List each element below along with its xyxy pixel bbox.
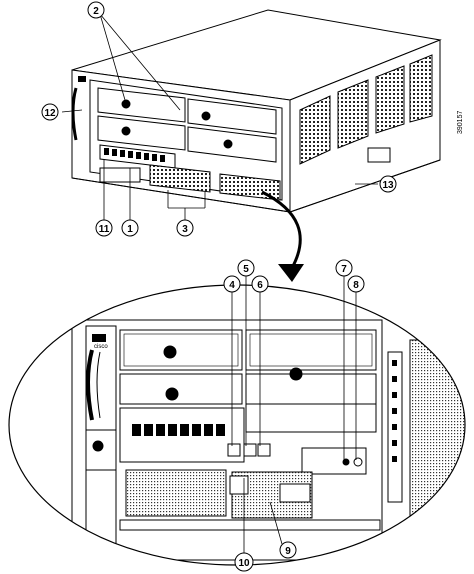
top-leader-lines [61, 13, 378, 222]
chassis-overview [71, 9, 442, 213]
callout-11: 11 [95, 219, 113, 237]
detail-port-row [132, 424, 225, 436]
right-vent-holes [392, 360, 397, 462]
callout-7: 7 [335, 259, 353, 277]
bottom-leader-lines [231, 276, 357, 556]
callout-8: 8 [347, 275, 365, 293]
overview-port-row [104, 148, 165, 162]
svg-text:12: 12 [44, 108, 56, 119]
side-vent-2 [337, 79, 369, 149]
callout-5: 5 [237, 259, 255, 277]
svg-text:7: 7 [341, 264, 347, 275]
zoom-arrow [261, 190, 304, 282]
svg-text:11: 11 [99, 224, 110, 235]
side-vent-1 [299, 95, 331, 165]
svg-text:8: 8 [353, 280, 359, 291]
svg-text:10: 10 [238, 558, 250, 569]
svg-text:5: 5 [243, 264, 249, 275]
svg-text:2: 2 [93, 6, 99, 17]
side-vent-3 [375, 65, 405, 134]
callout-12: 12 [41, 103, 59, 121]
figure-id: 390157 [457, 111, 464, 134]
svg-text:1: 1 [127, 224, 133, 235]
svg-text:13: 13 [382, 180, 394, 191]
callout-9: 9 [279, 541, 297, 559]
zoom-detail [8, 284, 466, 566]
callout-4: 4 [223, 275, 241, 293]
svg-text:9: 9 [285, 546, 291, 557]
callout-6: 6 [251, 275, 269, 293]
callout-10: 10 [234, 552, 254, 572]
side-vent-4 [409, 54, 433, 123]
callout-3: 3 [176, 219, 194, 237]
svg-text:4: 4 [229, 280, 235, 291]
callout-1: 1 [121, 219, 139, 237]
svg-text:3: 3 [182, 224, 188, 235]
callout-2: 2 [87, 1, 105, 19]
brand-label: cisco [94, 344, 108, 350]
callout-13: 13 [379, 175, 397, 193]
svg-text:6: 6 [257, 280, 263, 291]
